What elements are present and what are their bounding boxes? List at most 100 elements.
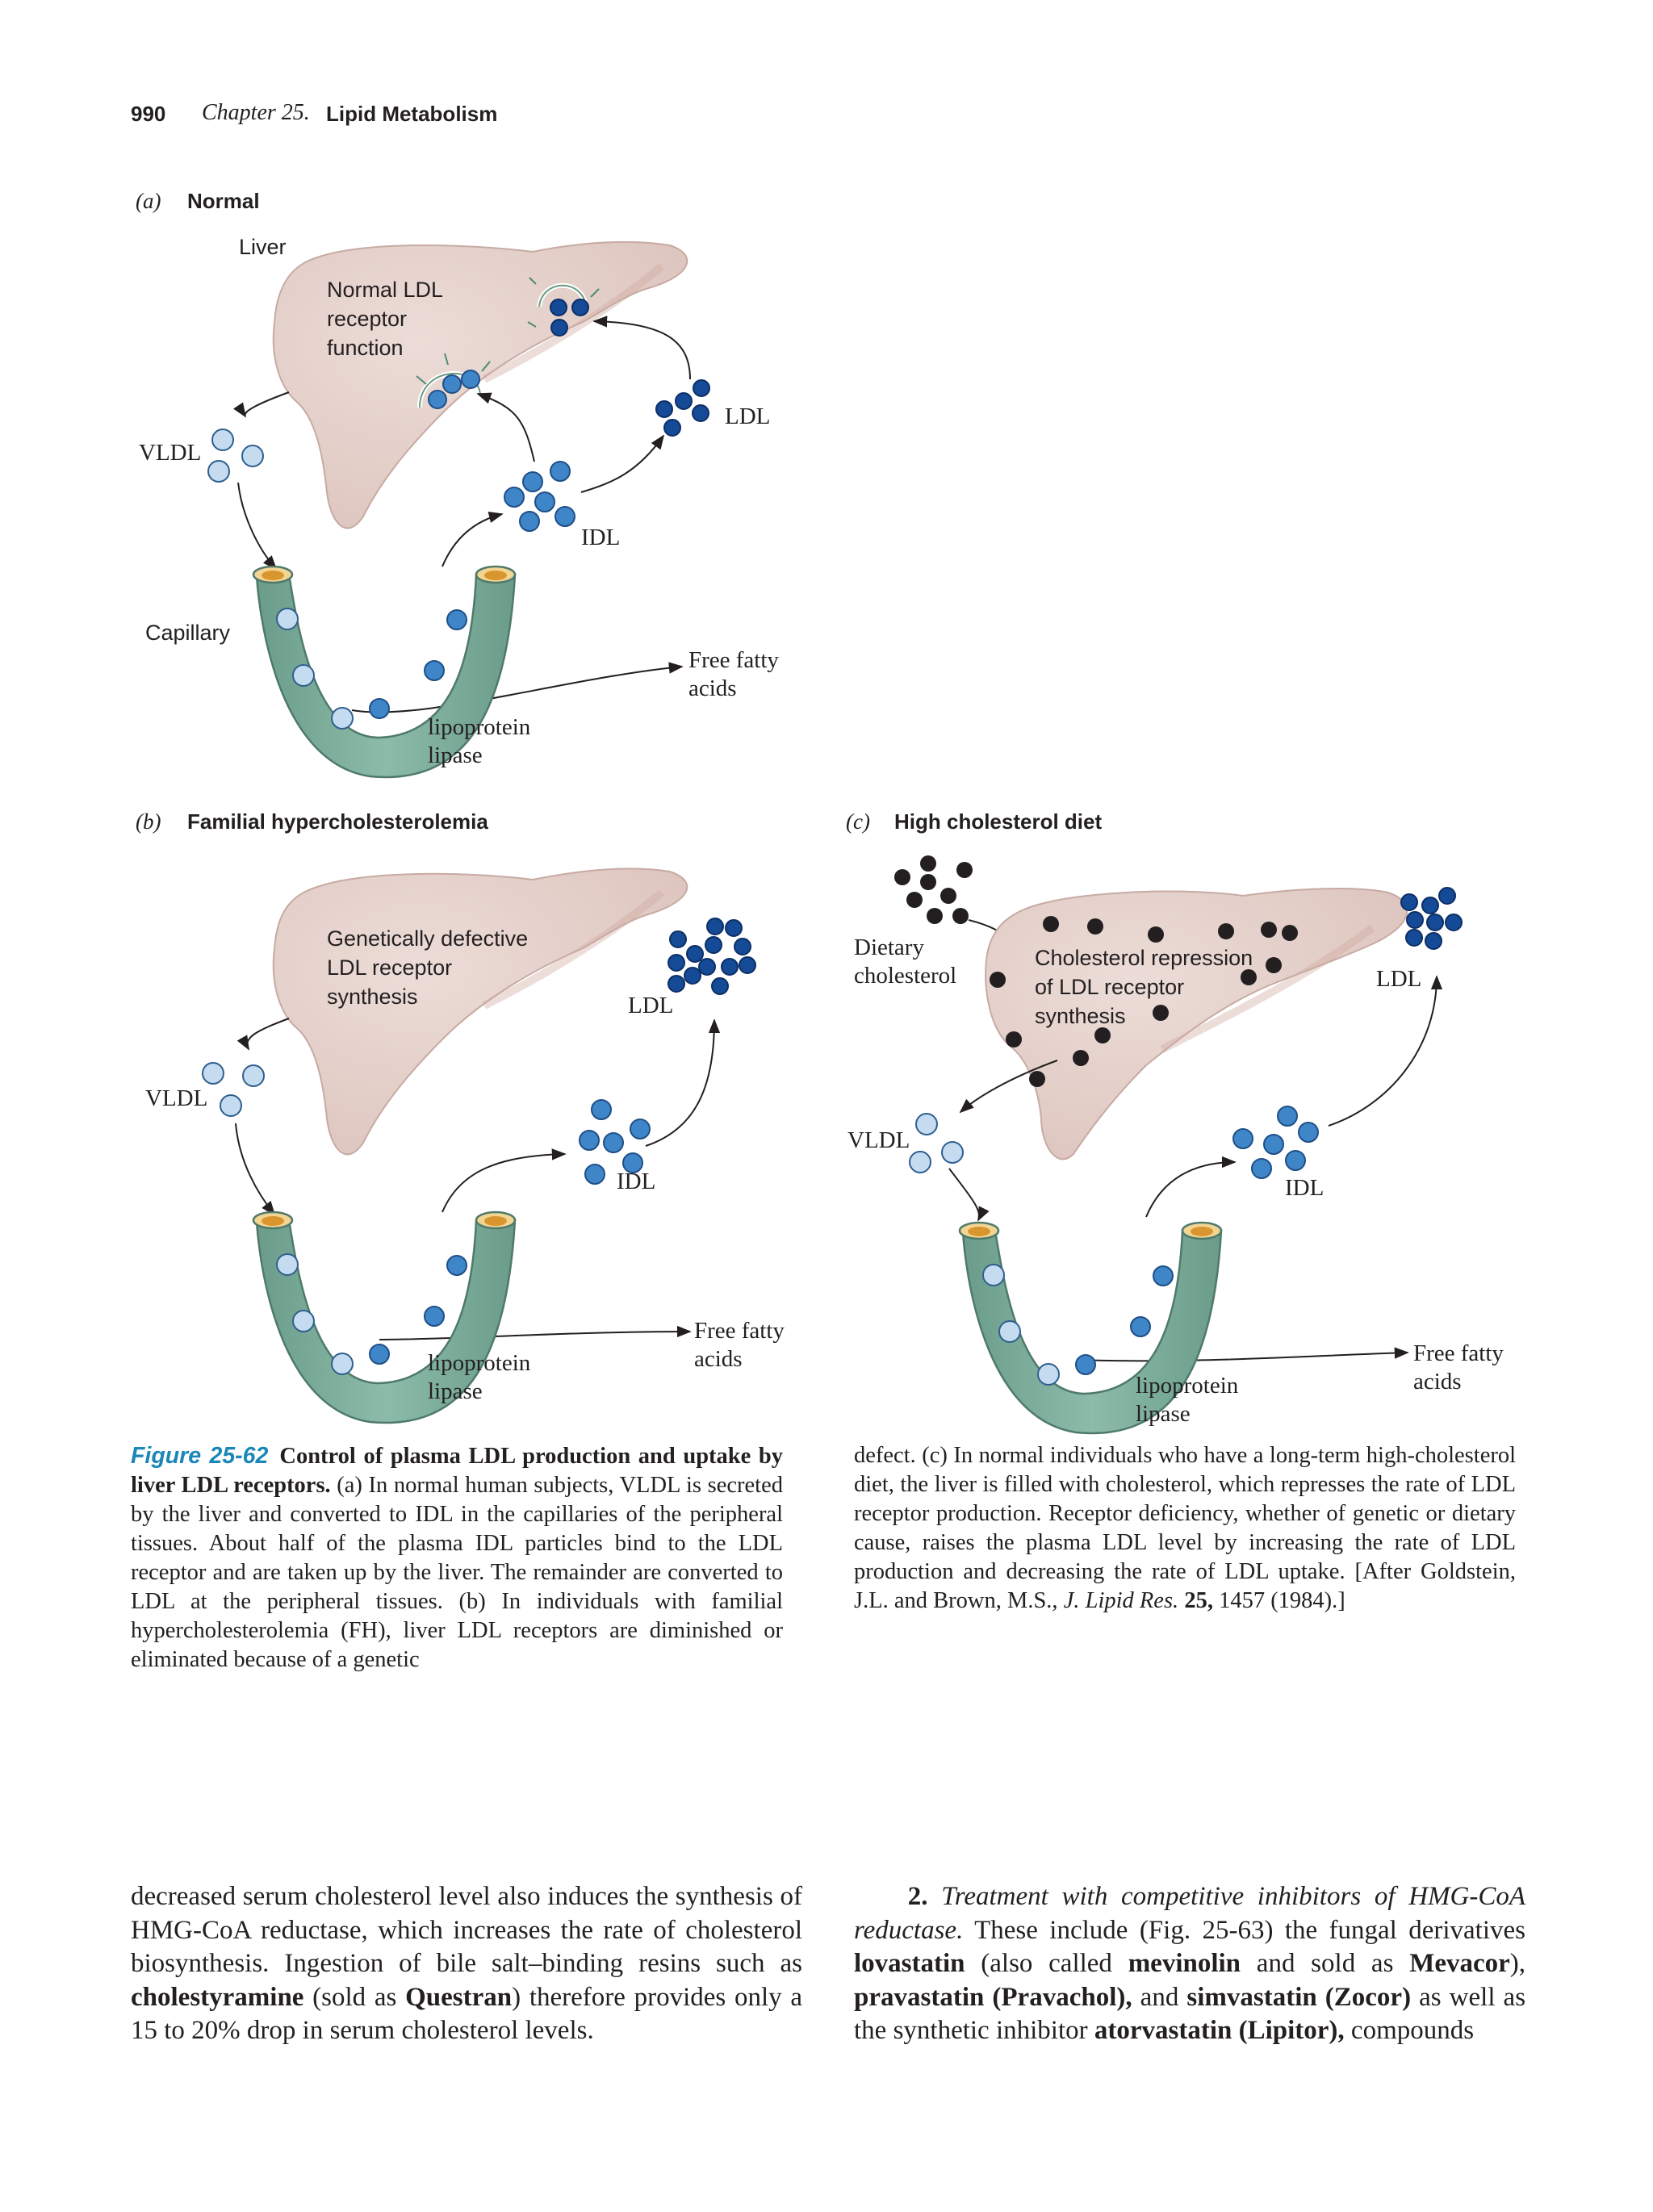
panel-b-title: Familial hypercholesterolemia <box>187 809 488 834</box>
panel-a: (a) Normal Liver Normal LDL receptor fun… <box>136 189 779 779</box>
lipase-line2-c: lipase <box>1136 1401 1191 1427</box>
ldl-label-b: LDL <box>628 993 673 1018</box>
arrow-capillary-to-idl-c <box>1145 1156 1237 1218</box>
arrow-capillary-to-idl-b <box>441 1148 567 1213</box>
capillary-label: Capillary <box>145 621 231 645</box>
panel-a-letter: (a) <box>136 189 161 213</box>
liver-label: Liver <box>239 235 287 259</box>
vldl-particles-a <box>207 429 264 483</box>
lipase-line1-c: lipoprotein <box>1136 1373 1239 1399</box>
lipase-line2-a: lipase <box>428 742 483 768</box>
body-left-segment-3: ) therefore provides only a 15 to 20% dr… <box>131 1982 803 2046</box>
body-right-segment-7: compounds <box>1350 2016 1475 2045</box>
body-right-segment-2: (also called <box>981 1949 1112 1978</box>
lipase-line1-a: lipoprotein <box>428 714 531 740</box>
idl-particles-c <box>1232 1106 1319 1179</box>
body-right-segment-3: and sold as <box>1256 1949 1394 1978</box>
body-list-number: 2. <box>907 1882 928 1911</box>
caption-volume: 25, <box>1184 1588 1213 1613</box>
body-term-mevinolin: mevinolin <box>1128 1949 1241 1978</box>
arrow-liver-to-vldl-c <box>959 1060 1058 1114</box>
body-term-mevacor: Mevacor <box>1409 1949 1510 1978</box>
lipase-line1-b: lipoprotein <box>428 1350 531 1376</box>
ffa-line1-a: Free fatty <box>688 647 779 673</box>
figure-25-62: (a) Normal Liver Normal LDL receptor fun… <box>136 189 1504 1435</box>
caption-journal: J. Lipid Res. <box>1063 1588 1179 1613</box>
body-text-left: decreased serum cholesterol level also i… <box>131 1880 802 2048</box>
lipase-line2-b: lipase <box>428 1378 483 1404</box>
panel-c-letter: (c) <box>846 809 870 834</box>
idl-particles-a <box>504 461 575 532</box>
body-right-segment-5: and <box>1140 1982 1179 2012</box>
arrow-idl-to-liver-a <box>476 392 535 462</box>
ffa-line2-b: acids <box>694 1346 743 1372</box>
panel-a-title: Normal <box>187 189 260 213</box>
idl-label-b: IDL <box>617 1169 655 1194</box>
arrow-idl-to-ldl-a <box>580 434 665 493</box>
arrow-to-ffa-a <box>351 662 684 713</box>
vldl-label-b: VLDL <box>145 1085 207 1111</box>
vldl-particles-b <box>202 1062 265 1117</box>
dietary-line2: cholesterol <box>854 963 956 989</box>
figure-label: Figure 25-62 <box>131 1443 269 1469</box>
panel-c: (c) High cholesterol diet Dietary choles… <box>846 809 1504 1435</box>
vldl-label-a: VLDL <box>139 440 201 466</box>
ldl-particles-b <box>667 918 756 995</box>
defect-line1: Genetically defective <box>327 926 528 951</box>
defect-line3: synthesis <box>327 985 418 1009</box>
defect-line2: LDL receptor <box>327 955 452 980</box>
vldl-label-c: VLDL <box>847 1127 910 1153</box>
body-term-pravastatin: pravastatin (Pravachol), <box>854 1982 1132 2012</box>
caption-title: Control of plasma LDL production and upt… <box>131 1444 783 1498</box>
chapter-title: Lipid Metabolism <box>326 102 498 126</box>
ldl-particles-a <box>655 379 710 437</box>
body-heading-italic: Treatment with competitive inhibitors of… <box>854 1882 1526 1945</box>
arrow-to-ffa-c <box>1077 1347 1409 1362</box>
idl-particles-b <box>579 1099 651 1185</box>
idl-label-c: IDL <box>1285 1175 1324 1201</box>
page-number: 990 <box>131 102 166 126</box>
ldl-particles-c <box>1400 887 1463 950</box>
repression-line3: synthesis <box>1035 1004 1126 1028</box>
body-right-segment-1: These include (Fig. 25-63) the fungal de… <box>974 1915 1526 1945</box>
figure-caption-right: defect. (c) In normal individuals who ha… <box>854 1441 1516 1616</box>
arrow-capillary-to-idl-a <box>441 511 504 567</box>
arrow-liver-to-vldl-a <box>233 391 290 418</box>
ffa-line2-a: acids <box>688 675 737 701</box>
liver-b <box>272 868 688 1156</box>
arrow-vldl-to-capillary-a <box>237 482 278 571</box>
panel-c-title: High cholesterol diet <box>894 809 1102 834</box>
body-term-cholestyramine: cholestyramine <box>131 1982 304 2012</box>
panel-b: (b) Familial hypercholesterolemia Geneti… <box>136 809 785 1424</box>
body-right-segment-4: ), <box>1509 1949 1526 1978</box>
ldl-receptor-pit-lower <box>416 353 491 409</box>
arrow-idl-to-ldl-c <box>1328 975 1443 1127</box>
liver-cholesterol-particles <box>990 916 1298 1087</box>
caption-left-text: (a) In normal human subjects, VLDL is se… <box>131 1473 783 1672</box>
arrow-ldl-to-liver-a <box>592 316 691 380</box>
ldl-label-c: LDL <box>1376 966 1421 992</box>
normal-receptor-line1: Normal LDL <box>327 278 443 302</box>
ldl-label-a: LDL <box>725 404 770 429</box>
arrow-idl-to-ldl-b <box>645 1018 721 1147</box>
chapter-label: Chapter 25. <box>202 100 310 125</box>
ffa-line1-b: Free fatty <box>694 1318 785 1344</box>
body-term-lovastatin: lovastatin <box>854 1949 965 1978</box>
body-text-right: 2. Treatment with competitive inhibitors… <box>854 1880 1525 2048</box>
repression-line1: Cholesterol repression <box>1035 946 1253 970</box>
body-right-segment-6: as well as the synthetic inhibitor <box>854 1982 1526 2046</box>
caption-right-end: 1457 (1984).] <box>1219 1588 1345 1613</box>
body-term-simvastatin: simvastatin (Zocor) <box>1186 1982 1412 2012</box>
ffa-line1-c: Free fatty <box>1413 1340 1504 1366</box>
vldl-particles-c <box>909 1113 964 1173</box>
arrow-to-ffa-b <box>379 1325 692 1340</box>
repression-line2: of LDL receptor <box>1035 975 1184 999</box>
arrow-liver-to-vldl-b <box>236 1018 290 1051</box>
body-left-segment-2: (sold as <box>312 1982 397 2012</box>
panel-b-letter: (b) <box>136 809 161 834</box>
normal-receptor-line2: receptor <box>327 307 407 331</box>
caption-right-text: defect. (c) In normal individuals who ha… <box>854 1443 1516 1613</box>
liver-c <box>985 888 1408 1160</box>
idl-label-a: IDL <box>581 525 620 550</box>
